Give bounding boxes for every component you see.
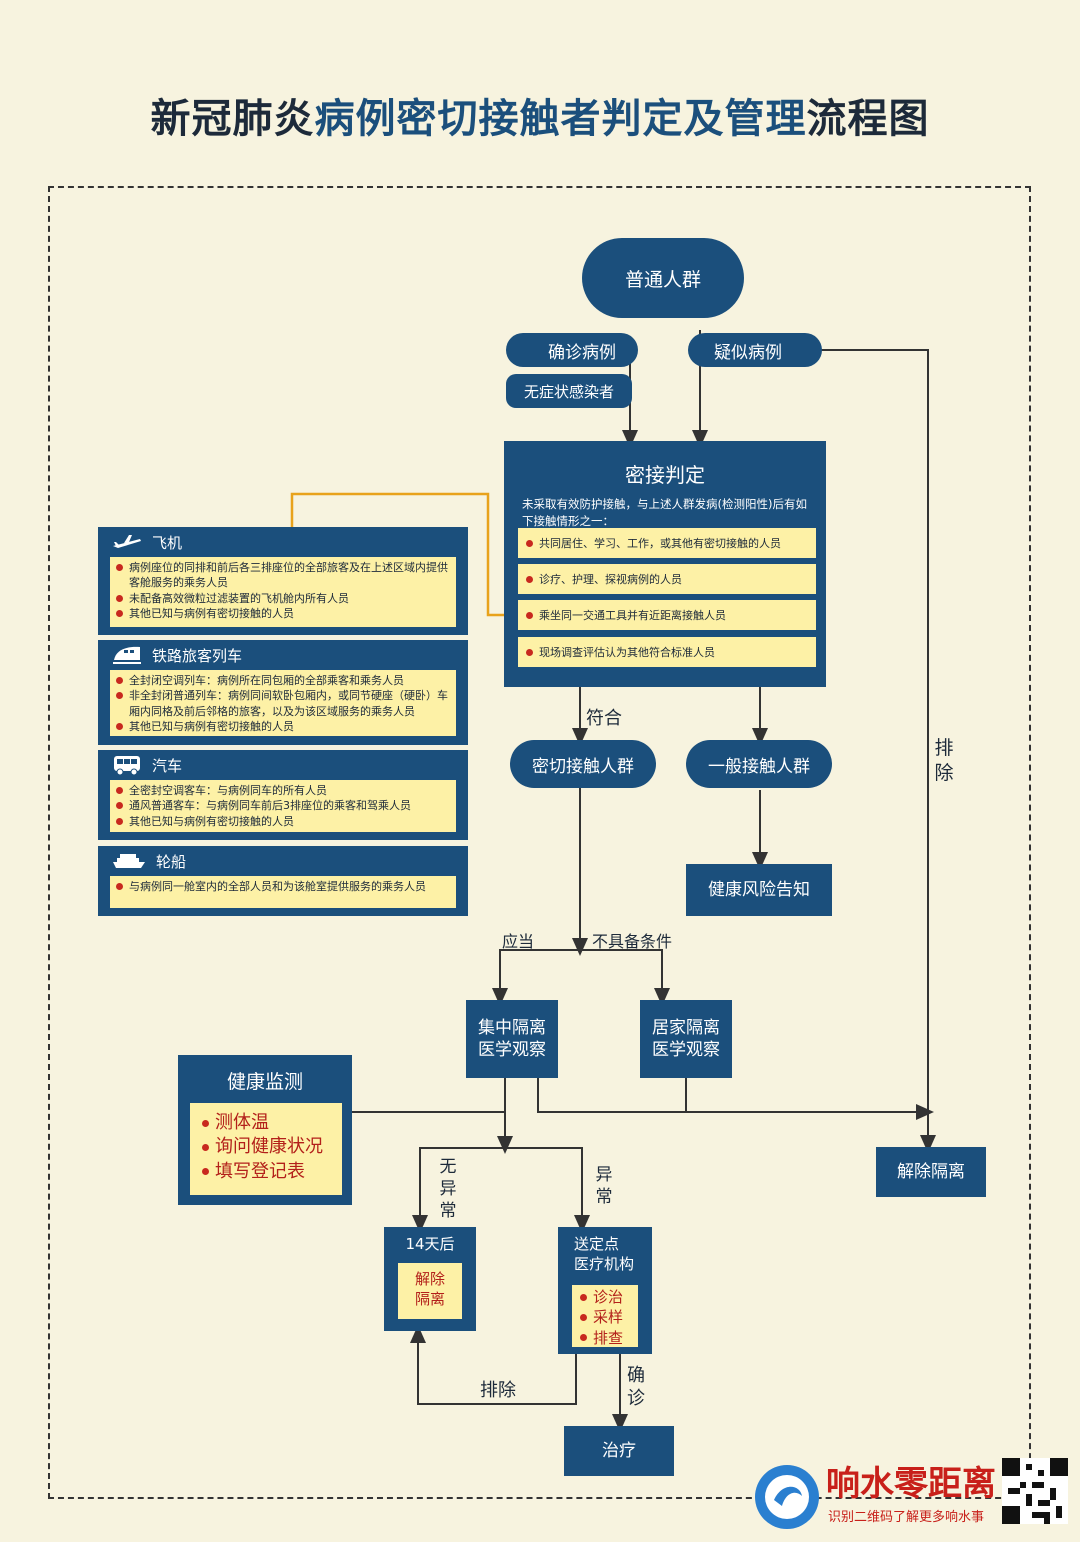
ship-icon	[113, 854, 145, 868]
edge-exclude-bottom	[410, 1325, 577, 1405]
logo-icon	[755, 1465, 819, 1529]
label-match: 符合	[586, 708, 622, 729]
criterion: 共同居住、学习、工作，或其他有密切接触的人员	[518, 528, 816, 558]
bullet-icon	[116, 564, 123, 571]
bullet-icon	[116, 723, 123, 731]
bullet-icon	[116, 677, 123, 684]
label-abnormal: 异常	[595, 1165, 613, 1208]
criterion: 诊疗、护理、探视病例的人员	[518, 564, 816, 594]
edge-central-release	[537, 1078, 934, 1120]
edge-split-central	[492, 949, 580, 1006]
bullet-icon	[580, 1293, 587, 1301]
node-release: 解除隔离	[876, 1147, 986, 1197]
node-suspected: 疑似病例	[688, 333, 822, 367]
list-item: 排查	[580, 1328, 638, 1348]
list-item: 测体温	[202, 1111, 342, 1135]
bullet-icon	[526, 648, 533, 656]
edge-normal	[412, 1147, 505, 1233]
label-should: 应当	[502, 932, 535, 951]
health-monitoring: 健康监测 测体温 询问健康状况 填写登记表	[178, 1055, 352, 1205]
node-central-isolation: 集中隔离 医学观察	[466, 1000, 558, 1078]
page-title: 新冠肺炎病例密切接触者判定及管理流程图	[150, 96, 930, 142]
transport-train: 铁路旅客列车 全封闭空调列车：病例所在同包厢的全部乘客和乘务人员 非全封闭普通列…	[98, 640, 468, 745]
label-not-eligible: 不具备条件	[592, 932, 673, 951]
judgement-box: 密接判定 未采取有效防护接触，与上述人群发病(检测阳性)后有如下接触情形之一： …	[504, 441, 826, 687]
qr-code-icon	[1002, 1458, 1068, 1524]
bus-icon	[114, 756, 140, 776]
edge-split-home	[580, 949, 670, 1006]
node-health-notice: 健康风险告知	[686, 864, 832, 916]
node-hospital: 送定点 医疗机构 诊治 采样 排查	[558, 1227, 652, 1354]
label-confirm: 确诊	[627, 1365, 645, 1410]
node-treatment: 治疗	[564, 1426, 674, 1476]
list-item: 采样	[580, 1307, 638, 1327]
list-item: 诊治	[580, 1287, 638, 1307]
bullet-icon	[526, 611, 533, 619]
bullet-icon	[116, 692, 123, 700]
node-after-14-days: 14天后 解除 隔离	[384, 1227, 476, 1331]
list-item: 全密封空调客车：与病例同车的所有人员	[116, 783, 450, 798]
judgement-desc: 未采取有效防护接触，与上述人群发病(检测阳性)后有如下接触情形之一：	[522, 497, 807, 528]
dashed-frame	[48, 186, 1031, 1499]
edge-suspected-release	[820, 349, 936, 1153]
list-item: 其他已知与病例有密切接触的人员	[116, 814, 450, 829]
list-item: 病例座位的同排和前后各三排座位的全部旅客及在上述区域内提供客舱服务的乘务人员	[116, 560, 450, 591]
list-item: 通风普通客车：与病例同车前后3排座位的乘客和驾乘人员	[116, 798, 450, 813]
edge-transport-link	[290, 492, 514, 617]
label-exclude-bottom: 排除	[480, 1380, 516, 1401]
transport-plane: 飞机 病例座位的同排和前后各三排座位的全部旅客及在上述区域内提供客舱服务的乘务人…	[98, 527, 468, 635]
bullet-icon	[580, 1334, 587, 1342]
node-general: 普通人群	[582, 238, 744, 318]
bullet-icon	[202, 1168, 209, 1176]
list-item: 填写登记表	[202, 1160, 342, 1184]
list-item: 询问健康状况	[202, 1135, 342, 1159]
node-home-isolation: 居家隔离 医学观察	[640, 1000, 732, 1078]
bullet-icon	[580, 1313, 587, 1321]
judgement-title: 密接判定	[625, 463, 705, 487]
bullet-icon	[526, 575, 533, 583]
criterion: 现场调查评估认为其他符合标准人员	[518, 637, 816, 667]
transport-bus: 汽车 全密封空调客车：与病例同车的所有人员 通风普通客车：与病例同车前后3排座位…	[98, 750, 468, 840]
label-exclude-right: 排除	[934, 737, 954, 784]
list-item: 其他已知与病例有密切接触的人员	[116, 606, 450, 621]
bullet-icon	[116, 802, 123, 810]
bullet-icon	[116, 883, 123, 890]
list-item: 未配备高效微粒过滤装置的飞机舱内所有人员	[116, 591, 450, 606]
bullet-icon	[202, 1119, 209, 1127]
node-confirmed: 确诊病例	[506, 333, 638, 367]
transport-ship: 轮船 与病例同一舱室内的全部人员和为该舱室提供服务的乘务人员	[98, 846, 468, 916]
bullet-icon	[526, 539, 533, 547]
node-asymptomatic: 无症状感染者	[506, 374, 632, 408]
node-general-contacts: 一般接触人群	[686, 740, 832, 788]
list-item: 其他已知与病例有密切接触的人员	[116, 719, 450, 734]
list-item: 与病例同一舱室内的全部人员和为该舱室提供服务的乘务人员	[116, 879, 450, 894]
node-close-contacts: 密切接触人群	[510, 740, 656, 788]
logo-subtitle: 识别二维码了解更多响水事	[828, 1510, 985, 1525]
airplane-icon	[113, 535, 141, 548]
train-icon	[113, 646, 141, 664]
bullet-icon	[116, 610, 123, 618]
criterion: 乘坐同一交通工具并有近距离接触人员	[518, 600, 816, 630]
bullet-icon	[202, 1143, 209, 1151]
bullet-icon	[116, 787, 123, 794]
bullet-icon	[116, 817, 123, 825]
logo-name: 响水零距离	[826, 1464, 996, 1504]
edge-abnormal	[505, 1147, 590, 1233]
label-normal: 无异常	[439, 1157, 457, 1222]
list-item: 全封闭空调列车：病例所在同包厢的全部乘客和乘务人员	[116, 673, 450, 688]
list-item: 非全封闭普通列车：病例同间软卧包厢内，或同节硬座（硬卧）车厢内同格及前后邻格的旅…	[116, 688, 450, 719]
bullet-icon	[116, 594, 123, 602]
